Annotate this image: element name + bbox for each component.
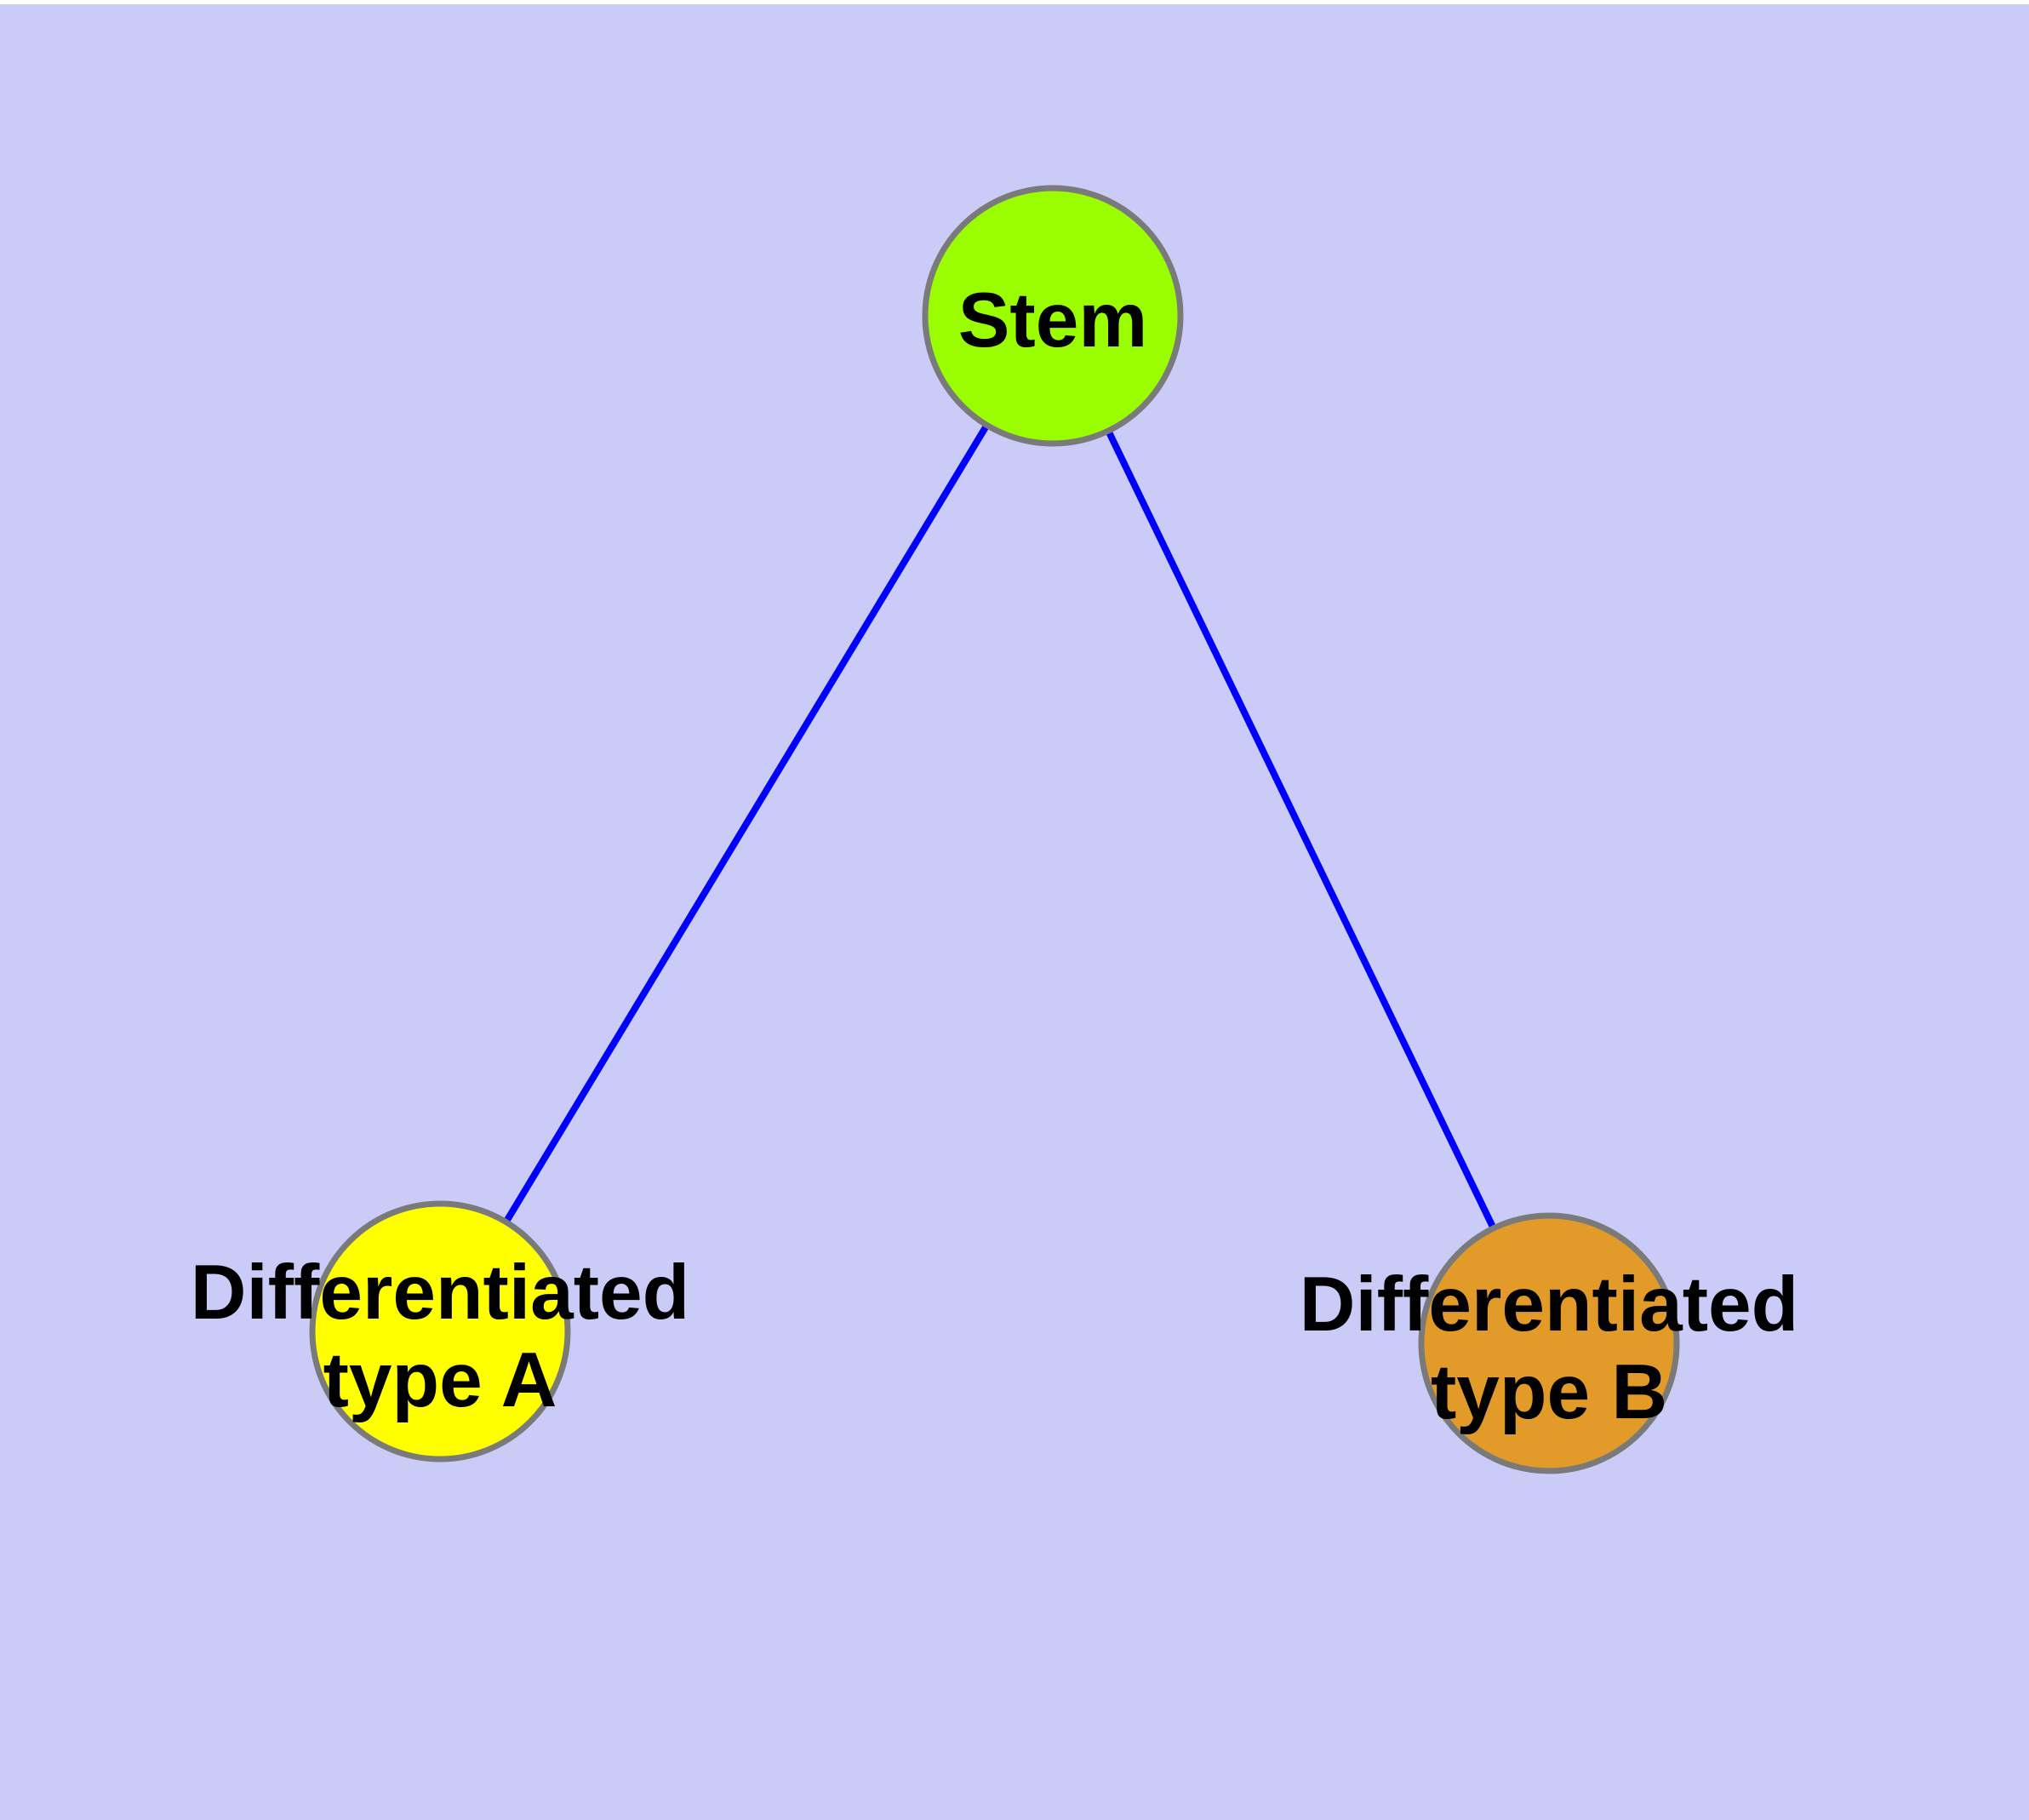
graph-edge-stem-to-differentiated-type-a [437, 313, 1056, 1334]
graph-node-differentiated-type-b [1418, 1212, 1680, 1474]
graph-node-stem [922, 185, 1184, 447]
graph-node-label-line: Differentiated [191, 1250, 690, 1336]
graph-node-label-line: type B [1431, 1349, 1667, 1435]
graph-edge-stem-to-differentiated-type-b [1049, 314, 1552, 1345]
graph-node-differentiated-type-a [309, 1200, 571, 1462]
top-margin-strip [0, 0, 2029, 4]
graph-node-label-line: Differentiated [1300, 1262, 1799, 1348]
graph-node-label-line: Stem [958, 278, 1148, 363]
graph-node-label-stem: Stem [958, 278, 1148, 363]
graph-node-label-line: type A [323, 1337, 557, 1423]
